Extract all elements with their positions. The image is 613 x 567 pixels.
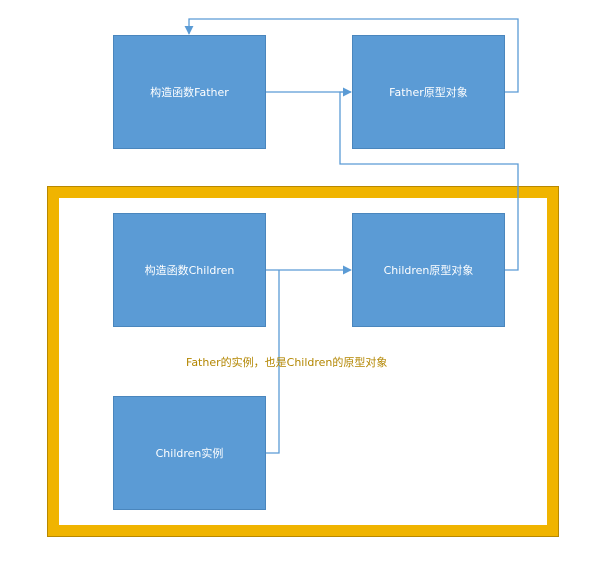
frame-note: Father的实例，也是Children的原型对象	[186, 356, 388, 369]
father-prototype-label: Father原型对象	[389, 86, 468, 99]
children-constructor-label: 构造函数Children	[144, 264, 235, 277]
children-instance-label: Children实例	[155, 447, 224, 460]
children-prototype-label: Children原型对象	[383, 264, 474, 277]
father-constructor-label: 构造函数Father	[150, 86, 229, 99]
connector-children-proto-to-father-proto	[339, 91, 519, 271]
children-prototype-box: Children原型对象	[352, 213, 505, 327]
children-instance-box: Children实例	[113, 396, 266, 510]
father-prototype-box: Father原型对象	[352, 35, 505, 149]
children-constructor-box: 构造函数Children	[113, 213, 266, 327]
connector-father-proto-to-ctor	[184, 18, 519, 93]
connector-children-instance-to-proto	[266, 270, 280, 454]
father-constructor-box: 构造函数Father	[113, 35, 266, 149]
